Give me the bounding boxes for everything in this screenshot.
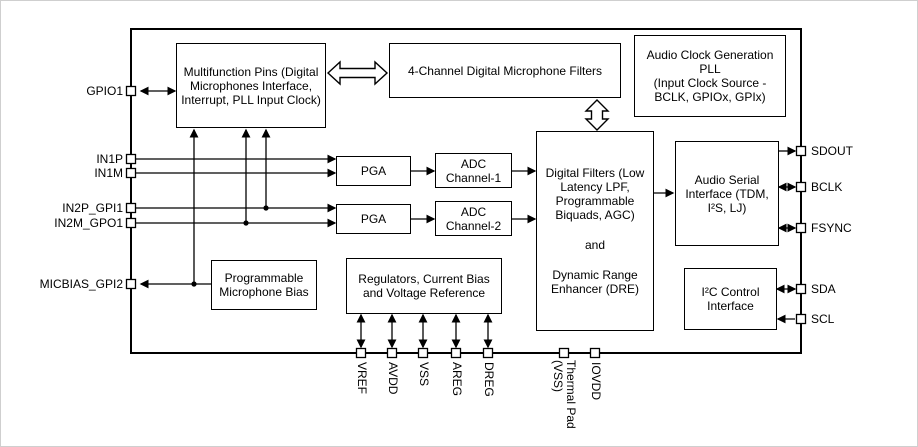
pin-squares xyxy=(125,85,807,359)
pin-square-vss xyxy=(417,347,429,359)
block-multifunction-pins: Multifunction Pins (Digital Microphones … xyxy=(176,43,326,128)
block-digital-filters: Digital Filters (Low Latency LPF, Progra… xyxy=(536,131,654,331)
pin-square-in2p xyxy=(125,202,137,214)
pin-label-in1m: IN1M xyxy=(94,166,123,180)
block-digital-mic-filters: 4-Channel Digital Microphone Filters xyxy=(389,43,621,98)
pin-square-sda xyxy=(795,283,807,295)
pin-square-in1p xyxy=(125,153,137,165)
block-audio-clock-pll: Audio Clock Generation PLL (Input Clock … xyxy=(634,35,786,117)
pin-square-areg xyxy=(450,347,462,359)
block-arrow-vertical-icon xyxy=(584,99,610,131)
pin-square-bclk xyxy=(795,181,807,193)
pin-label-thermal-pad: Thermal Pad (VSS) xyxy=(551,360,578,429)
block-digital-mic-filters-label: 4-Channel Digital Microphone Filters xyxy=(407,63,603,78)
pin-label-dreg: DREG xyxy=(481,362,496,397)
block-digital-filters-label-3: Dynamic Range Enhancer (DRE) xyxy=(550,268,640,296)
pin-label-in2m-gpo1: IN2M_GPO1 xyxy=(54,216,123,230)
pin-label-sdout: SDOUT xyxy=(811,144,853,158)
pin-label-avdd: AVDD xyxy=(385,362,400,395)
block-pga-2: PGA xyxy=(336,204,411,234)
pin-square-micbias xyxy=(125,278,137,290)
pin-square-sdout xyxy=(795,145,807,157)
block-pga-1-label: PGA xyxy=(360,164,387,178)
pin-label-micbias-gpi2: MICBIAS_GPI2 xyxy=(39,277,123,291)
pin-label-vss: VSS xyxy=(416,362,431,387)
pin-square-in2m xyxy=(125,217,137,229)
pin-square-dreg xyxy=(482,347,494,359)
block-audio-serial-interface: Audio Serial Interface (TDM, I²S, LJ) xyxy=(675,141,779,246)
pin-square-fsync xyxy=(795,222,807,234)
block-pga-1: PGA xyxy=(336,156,411,186)
junction-dots xyxy=(191,205,269,287)
block-multifunction-pins-label: Multifunction Pins (Digital Microphones … xyxy=(181,64,321,107)
pin-square-vref xyxy=(355,347,367,359)
signal-wires xyxy=(136,86,797,349)
pin-label-areg: AREG xyxy=(449,362,464,397)
block-mic-bias: Programmable Microphone Bias xyxy=(211,260,317,310)
block-mic-bias-label: Programmable Microphone Bias xyxy=(219,271,309,299)
pin-square-thermal xyxy=(558,347,570,359)
block-regulators: Regulators, Current Bias and Voltage Ref… xyxy=(346,258,502,314)
block-adc-channel-1: ADC Channel-1 xyxy=(435,153,512,188)
pin-square-scl xyxy=(795,313,807,325)
pin-square-gpio1 xyxy=(125,85,137,97)
block-arrow-horizontal-icon xyxy=(326,60,389,86)
pin-label-in1p: IN1P xyxy=(96,152,123,166)
block-digital-filters-label-1: Digital Filters (Low Latency LPF, Progra… xyxy=(545,166,645,222)
pin-label-gpio1: GPIO1 xyxy=(86,84,123,98)
pin-label-scl: SCL xyxy=(811,312,835,326)
pin-label-vref: VREF xyxy=(354,362,369,395)
pin-label-in2p-gpi1: IN2P_GPI1 xyxy=(62,201,123,215)
block-digital-filters-label-2: and xyxy=(584,238,606,252)
pin-label-fsync: FSYNC xyxy=(811,221,852,235)
bidirectional-block-arrows xyxy=(326,60,610,131)
pin-square-iovdd xyxy=(589,347,601,359)
block-adc-channel-2: ADC Channel-2 xyxy=(435,201,512,236)
block-audio-clock-pll-sub: (Input Clock Source - BCLK, GPIOx, GPIx) xyxy=(653,76,767,104)
pin-label-iovdd: IOVDD xyxy=(588,362,603,401)
block-adc-channel-1-label: ADC Channel-1 xyxy=(445,156,502,185)
pin-label-sda: SDA xyxy=(811,282,836,296)
block-i2c-interface-label: I²C Control Interface xyxy=(701,285,760,313)
pin-label-bclk: BCLK xyxy=(811,180,843,194)
block-pga-2-label: PGA xyxy=(360,212,387,226)
pin-square-in1m xyxy=(125,167,137,179)
block-i2c-interface: I²C Control Interface xyxy=(684,268,777,330)
block-audio-serial-interface-label: Audio Serial Interface (TDM, I²S, LJ) xyxy=(685,172,769,215)
block-adc-channel-2-label: ADC Channel-2 xyxy=(445,204,502,233)
block-regulators-label: Regulators, Current Bias and Voltage Ref… xyxy=(358,272,490,300)
block-audio-clock-pll-title: Audio Clock Generation PLL xyxy=(646,48,774,76)
pin-square-avdd xyxy=(386,347,398,359)
